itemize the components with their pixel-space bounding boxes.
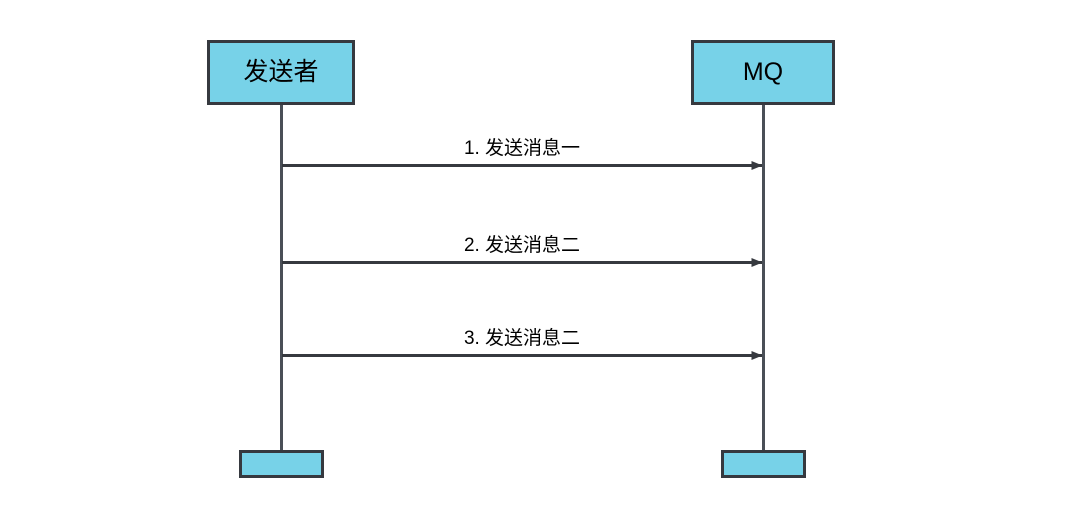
message-label-2: 2. 发送消息二 xyxy=(463,235,581,256)
participant-box-mq[interactable]: MQ xyxy=(691,40,835,105)
terminator-box-mq[interactable] xyxy=(721,450,806,478)
message-label-3: 3. 发送消息二 xyxy=(463,328,581,349)
message-label-1: 1. 发送消息一 xyxy=(463,138,581,159)
terminator-box-sender[interactable] xyxy=(239,450,324,478)
participant-label-mq: MQ xyxy=(742,58,784,86)
participant-label-sender: 发送者 xyxy=(243,58,319,86)
participant-box-sender[interactable]: 发送者 xyxy=(207,40,355,105)
